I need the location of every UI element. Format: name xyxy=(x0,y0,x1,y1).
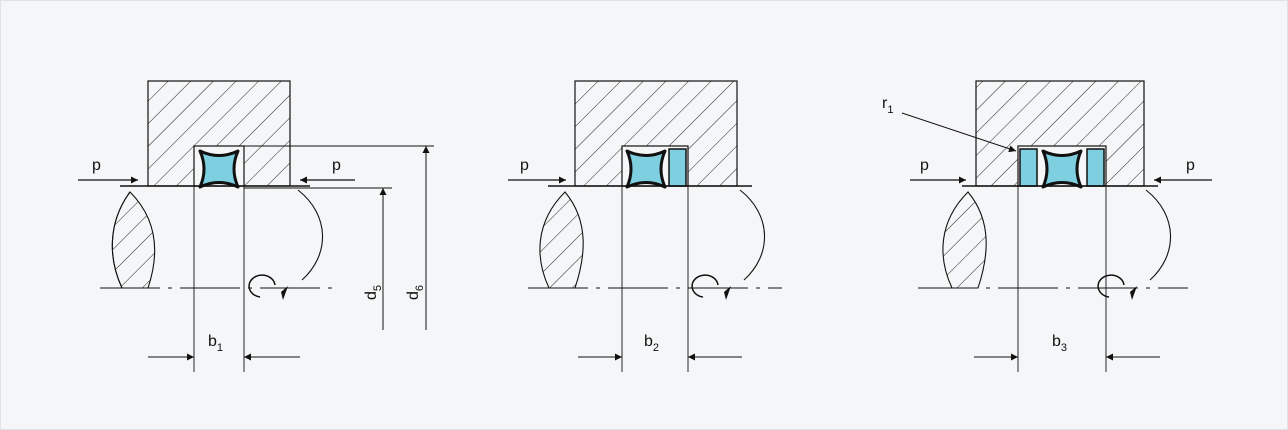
pressure-label-left: p xyxy=(920,157,929,174)
backup-ring xyxy=(668,148,687,187)
rotation-icon xyxy=(248,274,276,298)
pressure-label-left: p xyxy=(92,157,101,174)
dimension-b2-label: b2 xyxy=(644,333,659,354)
dimension-b3-label: b3 xyxy=(1052,333,1067,354)
x-ring-seal xyxy=(198,149,240,189)
dimension-d6-label: d6 xyxy=(405,285,426,300)
rotation-icon xyxy=(1097,274,1125,298)
dimension-d5-label: d5 xyxy=(363,285,384,300)
dimension-b1-label: b1 xyxy=(208,333,223,354)
figure-2-seal-with-backup: p b2 xyxy=(508,80,782,372)
pressure-label-right: p xyxy=(332,157,341,174)
radius-r1-leader xyxy=(901,112,1017,153)
backup-ring-right xyxy=(1086,148,1105,187)
shaft-section-right xyxy=(297,189,324,281)
shaft-section-right xyxy=(1145,189,1172,281)
figure-1-single-seal: p p b1 d5 d6 xyxy=(78,80,434,372)
pressure-label-right: p xyxy=(1186,157,1195,174)
rotation-icon xyxy=(691,274,719,298)
figure-3-seal-with-two-backups: p p r1 b3 xyxy=(882,80,1212,372)
x-ring-seal xyxy=(625,149,667,189)
shaft-section-left xyxy=(111,191,156,289)
shaft-section-left xyxy=(942,191,987,289)
backup-ring-left xyxy=(1019,148,1038,187)
pressure-label-left: p xyxy=(520,157,529,174)
x-ring-seal xyxy=(1041,149,1083,189)
shaft-section-left xyxy=(539,191,584,289)
shaft-section-right xyxy=(739,189,766,281)
radius-r1-label: r1 xyxy=(882,95,893,116)
